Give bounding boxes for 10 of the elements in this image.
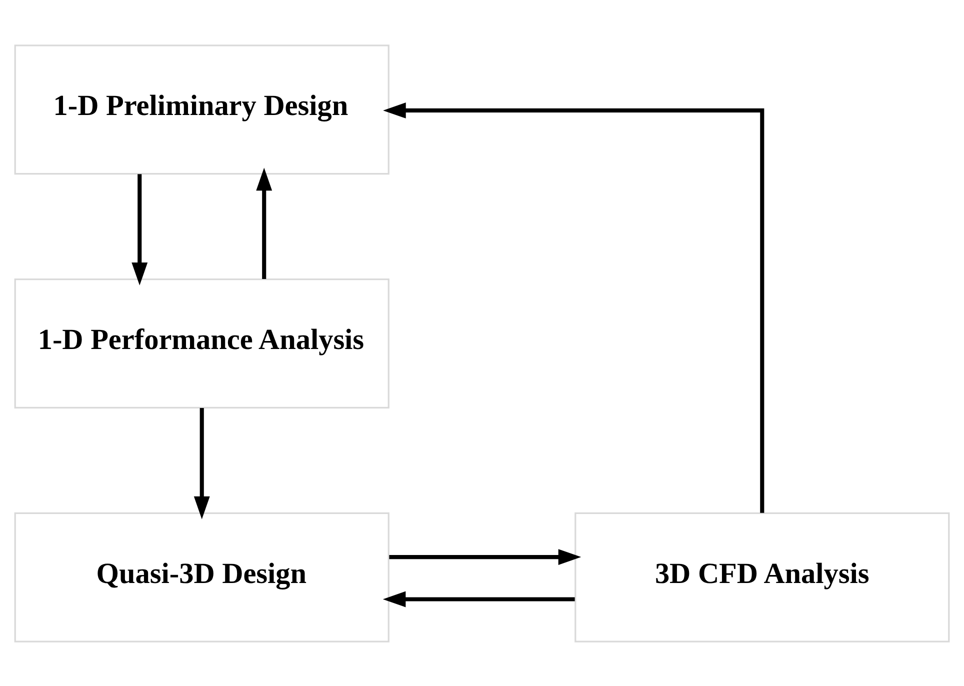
node-box: Quasi-3D Design [14, 512, 390, 642]
arrow [132, 174, 148, 285]
arrow [194, 408, 210, 519]
node-box: 1-D Performance Analysis [14, 278, 390, 408]
arrow [383, 102, 764, 512]
node-box: 1-D Preliminary Design [14, 44, 390, 174]
arrow [256, 167, 272, 278]
node-box: 3D CFD Analysis [574, 512, 950, 642]
arrow [382, 590, 575, 607]
arrow [389, 548, 582, 565]
